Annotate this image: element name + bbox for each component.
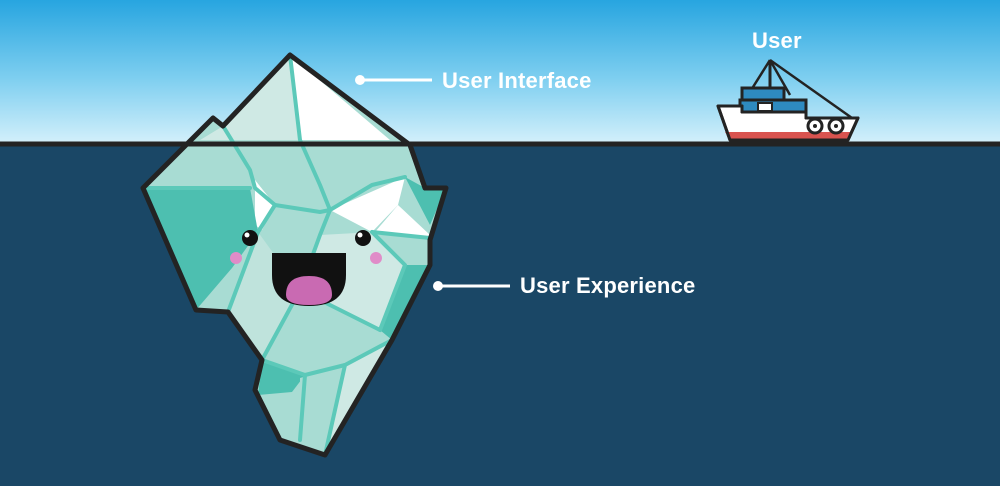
user-label: User <box>752 28 802 53</box>
left-eye <box>242 230 258 246</box>
user-interface-label: User Interface <box>442 68 592 93</box>
user-experience-label: User Experience <box>520 273 696 298</box>
leader-user-experience <box>433 281 510 291</box>
iceberg-face <box>230 230 382 306</box>
boat <box>716 58 860 142</box>
tongue <box>286 276 332 305</box>
right-eye <box>355 230 371 246</box>
left-cheek <box>230 252 242 264</box>
right-cheek <box>370 252 382 264</box>
leader-user-interface <box>355 75 432 85</box>
